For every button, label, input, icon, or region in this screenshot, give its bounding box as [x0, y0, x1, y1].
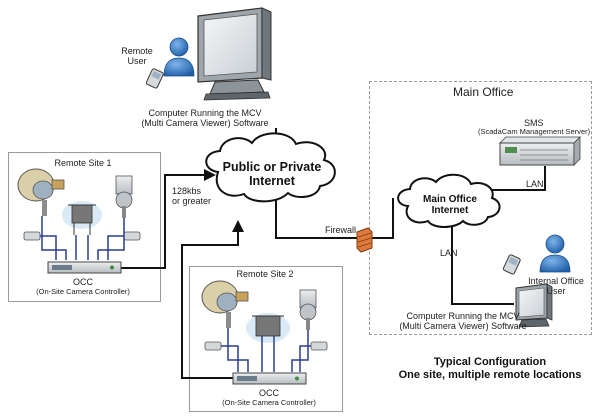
sms-caption: (ScadaCam Management Server)	[478, 127, 591, 136]
site1-title: Remote Site 1	[54, 158, 112, 168]
site1-equipment	[17, 168, 141, 260]
remote-user-icon	[163, 37, 195, 77]
lan-label-sms: LAN	[526, 179, 544, 189]
footer-line-2: One site, multiple remote locations	[398, 369, 582, 381]
site2-equipment	[201, 280, 328, 372]
site2-title: Remote Site 2	[236, 269, 294, 279]
office-cloud-shape	[397, 173, 501, 228]
main-office-title: Main Office	[453, 85, 514, 99]
site1-occ-device	[47, 261, 122, 274]
firewall-icon	[356, 227, 373, 253]
office-cloud-label: Main Office Internet	[423, 194, 477, 216]
site2-occ-caption: (On-Site Camera Controller)	[222, 398, 316, 407]
internal-user-label: Internal Office User	[528, 276, 584, 296]
mcv-computer-label: Computer Running the MCV (Multi Camera V…	[141, 108, 269, 128]
site2-occ-label: OCC	[259, 388, 279, 398]
footer-line-1: Typical Configuration	[433, 356, 547, 368]
site1-occ-label: OCC	[73, 277, 93, 287]
office-computer-label: Computer Running the MCV (Multi Camera V…	[399, 311, 527, 331]
site1-to-internet-line	[121, 169, 216, 269]
server-icon	[499, 136, 581, 166]
firewall-to-office-line	[372, 198, 394, 239]
internet-cloud-label: Public or Private Internet	[222, 160, 322, 188]
phone-icon	[145, 68, 164, 89]
site1-occ-caption: (On-Site Camera Controller)	[36, 287, 130, 296]
site2-occ-device	[232, 372, 307, 385]
office-to-computer-line	[451, 222, 514, 305]
lan-label-computer: LAN	[440, 248, 458, 258]
monitor-icon	[197, 7, 272, 101]
internal-user-icon	[539, 234, 571, 273]
link-speed-label: 128kbs or greater	[172, 186, 212, 206]
office-to-sms-line	[470, 166, 546, 191]
internet-to-firewall-line	[275, 196, 357, 239]
firewall-label: Firewall	[325, 225, 357, 235]
remote-user-label: Remote User	[121, 46, 153, 66]
sms-label: SMS	[524, 118, 544, 128]
site2-to-internet-line	[181, 220, 244, 379]
office-monitor-icon	[515, 283, 553, 328]
office-phone-icon	[502, 254, 521, 275]
internet-cloud-shape	[205, 132, 336, 203]
